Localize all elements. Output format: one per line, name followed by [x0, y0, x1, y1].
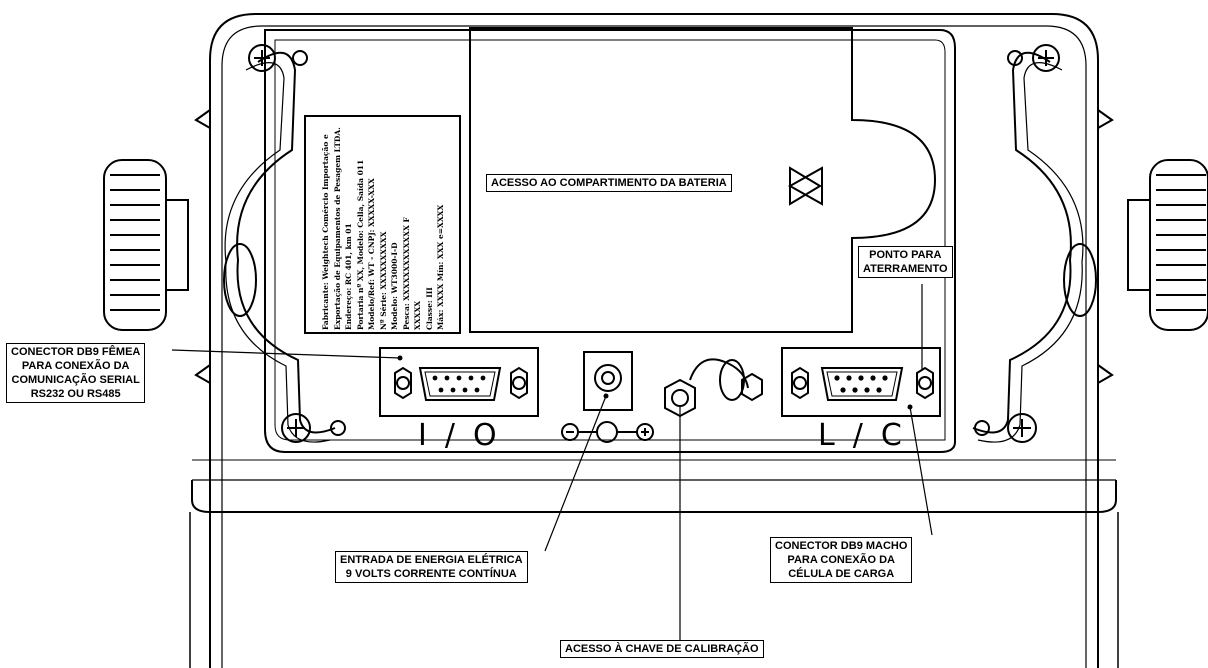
callout-db9-female-line: RS232 OU RS485	[30, 388, 121, 400]
callout-calibration: ACESSO À CHAVE DE CALIBRAÇÃO	[560, 640, 764, 658]
housing-outline	[209, 13, 1099, 668]
right-knob	[1127, 159, 1208, 331]
power-jack	[583, 351, 633, 411]
nameplate-line: Nº Série: XXXXXXXXXX	[377, 230, 387, 330]
callout-db9-female: CONECTOR DB9 FÊMEA PARA CONEXÃO DA COMUN…	[6, 343, 146, 403]
nameplate-line: Classe: III	[423, 286, 433, 330]
callout-db9-female-line: PARA CONEXÃO DA	[21, 360, 130, 372]
screw-bottom-right	[1007, 413, 1037, 443]
battery-door	[469, 27, 937, 333]
housing-inner-outline	[221, 25, 1087, 668]
left-knob	[103, 159, 189, 331]
nameplate-line: Pesca: XXXXXXXXXXXXX F	[400, 216, 410, 330]
callout-ground-line: PONTO PARA	[869, 249, 942, 261]
polarity-symbol	[561, 421, 654, 443]
callout-db9-female-line: CONECTOR DB9 FÊMEA	[11, 346, 141, 358]
callout-power: ENTRADA DE ENERGIA ELÉTRICA 9 VOLTS CORR…	[335, 551, 528, 583]
nameplate-line: Endereço: RC 401, km 01	[343, 222, 353, 330]
callout-ground: PONTO PARA ATERRAMENTO	[858, 246, 953, 278]
nameplate-line: XXXXX	[412, 300, 422, 330]
db9-female-connector	[379, 347, 539, 417]
screw-bottom-left	[281, 413, 311, 443]
nameplate-line: Modelo/Ref: WT - CNPJ: XXXXX-XXX	[366, 177, 376, 330]
callout-db9-male-line: CÉLULA DE CARGA	[788, 568, 895, 580]
nameplate-label: Fabricante: Weightech Comércio Importaçã…	[305, 116, 460, 333]
callout-db9-male: CONECTOR DB9 MACHO PARA CONEXÃO DA CÉLUL…	[770, 537, 913, 583]
callout-db9-female-line: COMUNICAÇÃO SERIAL	[11, 374, 140, 386]
callout-db9-male-line: PARA CONEXÃO DA	[787, 554, 895, 566]
callout-ground-line: ATERRAMENTO	[863, 263, 948, 275]
nameplate-line: Máx: XXXX Mín: XXX e=XXXX	[435, 204, 445, 330]
io-label: I/O	[418, 418, 515, 453]
back-panel-outline	[264, 29, 956, 453]
leader-lines	[171, 284, 933, 640]
left-cable	[236, 51, 336, 434]
nameplate-line: Modelo: WT3000-I-D	[389, 241, 399, 330]
screw-top-left	[248, 44, 276, 72]
screw-top-right	[1032, 44, 1060, 72]
callout-power-line: 9 VOLTS CORRENTE CONTÍNUA	[345, 568, 517, 580]
nameplate-text: Fabricante: Weightech Comércio Importaçã…	[319, 120, 446, 330]
callout-power-line: ENTRADA DE ENERGIA ELÉTRICA	[340, 554, 523, 566]
db9-male-connector	[781, 347, 941, 417]
lc-label: L/C	[818, 418, 920, 453]
callout-battery: ACESSO AO COMPARTIMENTO DA BATERIA	[486, 174, 732, 192]
nameplate-line: Exportação de Equipamentos de Pesagem LT…	[331, 126, 341, 330]
battery-arrow-icon	[789, 166, 822, 206]
nameplate	[304, 115, 461, 334]
nameplate-line: Fabricante: Weightech Comércio Importaçã…	[320, 133, 330, 330]
nameplate-line: Portaria nº XX, Modelo: Cella, Saída 011	[354, 159, 364, 330]
housing-base-step	[191, 480, 1117, 513]
callout-db9-male-line: CONECTOR DB9 MACHO	[775, 540, 908, 552]
